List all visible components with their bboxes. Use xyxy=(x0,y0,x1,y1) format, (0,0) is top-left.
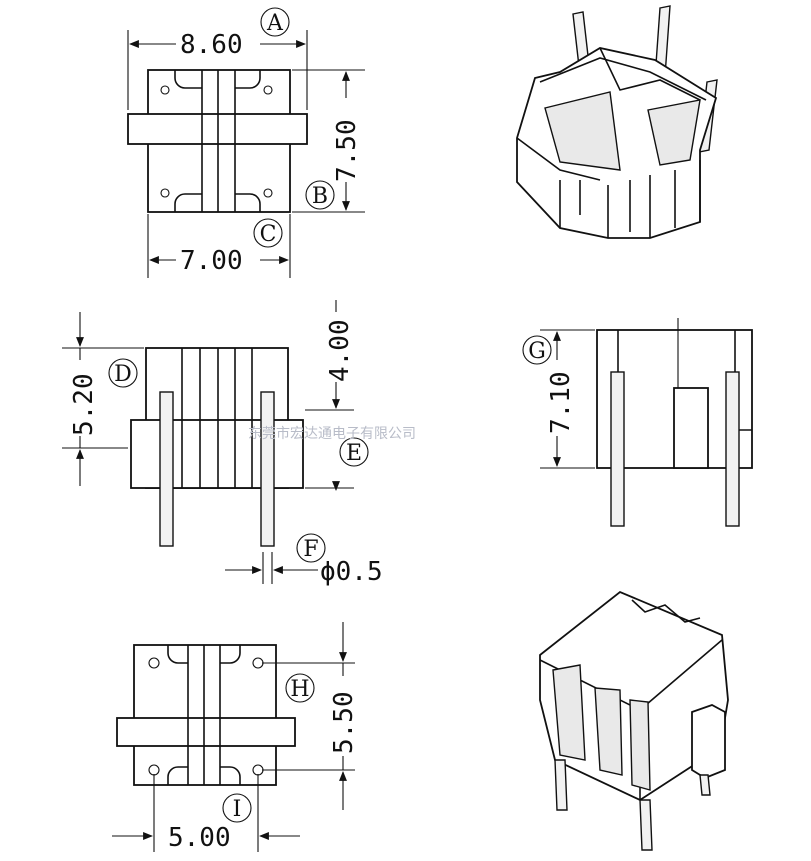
pin-left xyxy=(159,391,174,547)
top-view-notch xyxy=(235,193,261,212)
dim-h-value: 5.50 xyxy=(329,691,359,754)
label-b: B xyxy=(312,184,328,209)
bottom-view-notch xyxy=(167,645,188,664)
bottom-view-flange xyxy=(116,717,296,747)
dim-g-value: 7.10 xyxy=(546,371,576,434)
side-view: 7.10 G xyxy=(522,318,753,527)
bottom-view-notch xyxy=(220,645,241,664)
dim-e-value: 4.00 xyxy=(325,319,355,382)
label-c: C xyxy=(260,222,277,247)
watermark: 东莞市宏达通电子有限公司 xyxy=(248,425,416,442)
label-f: F xyxy=(303,537,318,562)
front-view-slots xyxy=(181,348,253,488)
top-view-notch xyxy=(174,70,202,89)
label-a: A xyxy=(266,11,284,36)
dim-f-value: ϕ0.5 xyxy=(320,557,383,587)
pin-hole xyxy=(263,85,273,95)
bottom-view-body xyxy=(133,644,277,786)
isometric-bottom-view xyxy=(539,590,729,851)
label-e: E xyxy=(346,441,362,466)
dim-i-value: 5.00 xyxy=(168,823,231,853)
pin-left xyxy=(610,371,625,527)
pin-hole xyxy=(160,85,170,95)
isometric-top-view xyxy=(516,5,718,239)
label-d: D xyxy=(114,362,132,387)
pin-hole xyxy=(148,657,160,669)
front-view: 5.20 D 4.00 E ϕ0.5 F xyxy=(62,300,383,587)
dim-d-value: 5.20 xyxy=(69,373,99,436)
label-g: G xyxy=(528,339,546,364)
top-view-channel xyxy=(201,70,236,212)
dim-a-value: 8.60 xyxy=(180,30,243,60)
pin-hole xyxy=(160,188,170,198)
top-view-notch xyxy=(174,193,202,212)
pin-right xyxy=(260,391,275,547)
dim-b-value: 7.50 xyxy=(332,119,362,182)
bottom-view-notch xyxy=(220,766,241,785)
label-i: I xyxy=(233,797,242,822)
top-view: 8.60 A 7.50 B 7.00 C xyxy=(127,7,365,278)
bottom-view: 5.50 H 5.00 I xyxy=(112,622,359,853)
dim-c-value: 7.00 xyxy=(180,246,243,276)
pin-right xyxy=(725,371,740,527)
side-view-tab xyxy=(673,387,709,469)
bottom-view-notch xyxy=(167,766,188,785)
top-view-notch xyxy=(235,70,261,89)
bottom-view-channel xyxy=(187,645,221,785)
pin-hole xyxy=(263,188,273,198)
label-h: H xyxy=(290,677,309,702)
